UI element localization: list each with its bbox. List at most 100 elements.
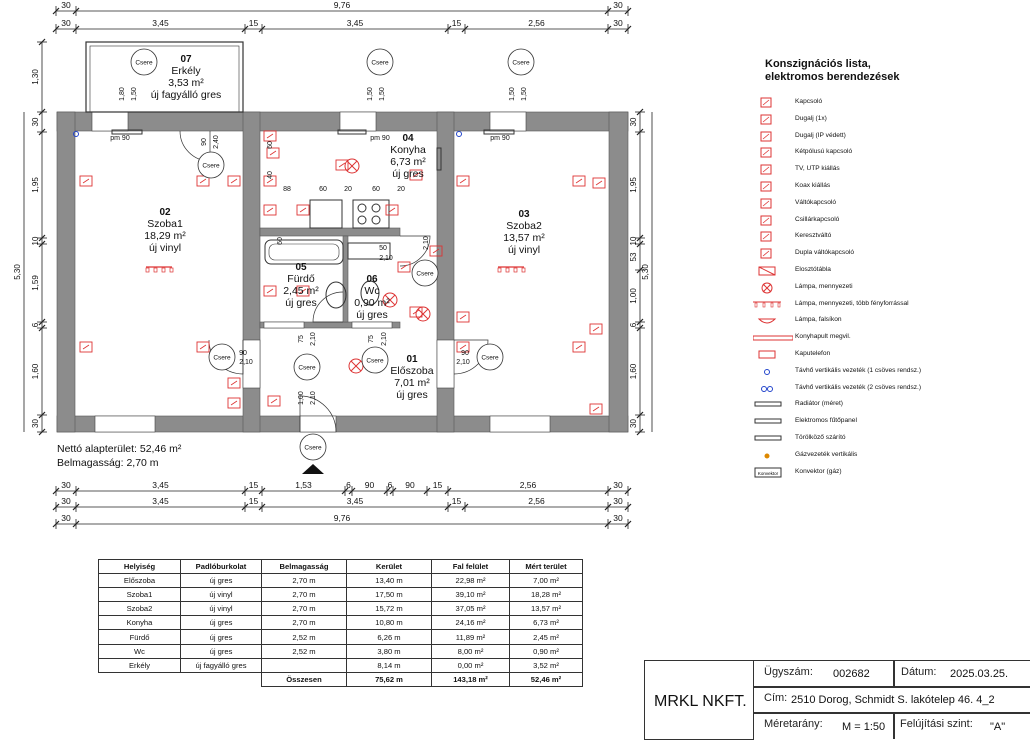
legend-item: Elektromos fűtőpanel: [754, 413, 1025, 430]
socket-icon: [572, 341, 586, 353]
swap-label: Csere: [213, 355, 231, 362]
dim-left-parts-label: 1,30: [31, 69, 40, 85]
towel-dryer-icon: [436, 147, 442, 171]
coax-icon: [760, 181, 772, 192]
table-cell: Szoba1: [98, 587, 181, 603]
room-floor: új gres: [356, 309, 388, 321]
room-area: 3,53 m²: [168, 77, 204, 89]
inner-dim-label: 1,50: [509, 87, 516, 101]
address-value: 2510 Dorog, Schmidt S. lakótelep 46. 4_2: [791, 694, 995, 706]
changeover-switch-icon: [760, 198, 772, 209]
scale-cell: Méretarány: M = 1:50: [753, 712, 895, 739]
dim-bottom-parts-label: 15: [249, 496, 259, 506]
inner-dim-label: 60: [277, 237, 284, 245]
kitchen-bath-wall: [259, 227, 401, 237]
inner-dim-label: pm 90: [490, 135, 510, 142]
room-floor: új gres: [392, 168, 424, 180]
convector-icon: Konvektor: [754, 467, 782, 478]
stove: [352, 199, 390, 229]
legend-item: Távhő vertikális vezeték (1 csöves rends…: [764, 363, 1025, 380]
dim-bottom-parts-label: 3,45: [152, 496, 169, 506]
swap-label: Csere: [416, 271, 434, 278]
bath-sink: [325, 281, 347, 309]
table-cell: 2,45 m²: [509, 629, 583, 645]
legend-item-label: Kaputelefon: [795, 349, 831, 357]
table-cell: [261, 657, 347, 673]
door-swing-entry: [299, 395, 337, 433]
table-cell: 8,00 m²: [431, 643, 510, 659]
socket-icon: [456, 341, 470, 353]
socket-icon: [266, 147, 280, 159]
double-changeover-icon: [760, 248, 772, 259]
legend-item: Keresztváltó: [760, 228, 1025, 245]
wall-opening: [436, 339, 455, 389]
dim-bottom-parts-label: 2,56: [528, 496, 545, 506]
room-area: 2,45 m²: [283, 285, 319, 297]
legend-item-label: Dugalj (IP védett): [795, 131, 846, 139]
bathtub-inner: [268, 243, 340, 261]
legend-title-line-2: elektromos berendezések: [765, 71, 900, 83]
socket-icon: [572, 175, 586, 187]
bath-wc-wall: [342, 235, 349, 323]
table-cell: 13,57 m²: [509, 601, 583, 617]
legend-item-label: Konyhapult megvil.: [795, 333, 851, 341]
legend-item-label: Távhő vertikális vezeték (1 csöves rends…: [795, 366, 922, 374]
door-swing-kitchen: [399, 235, 431, 267]
legend-item-label: Elektromos fűtőpanel: [795, 417, 857, 425]
inner-dim-label: 2,10: [310, 332, 317, 346]
dim-left-total-label: 5,30: [13, 264, 22, 280]
swap-label: Csere: [298, 365, 316, 372]
level-value: "A": [990, 721, 1006, 733]
dim-bottom-openings-label: 6: [346, 480, 351, 490]
entry-arrow-icon: [302, 464, 324, 474]
legend-item: Lámpa, mennyezeti: [761, 279, 1025, 296]
legend-item: Lámpa, falsíkon: [757, 312, 1025, 329]
room-number: 06: [366, 274, 378, 285]
room-name: Wc: [364, 285, 379, 297]
dim-left-parts-label: 1,59: [31, 275, 40, 291]
socket-icon: [227, 377, 241, 389]
dim-top-parts-label: 30: [613, 18, 623, 28]
swap-circle: [299, 433, 327, 461]
level-label: Felújítási szint:: [900, 718, 973, 730]
swap-label: Csere: [366, 358, 384, 365]
room-floor: új gres: [285, 297, 317, 309]
dim-left-parts-label: 30: [31, 117, 40, 126]
dim-bottom-parts-label: 15: [452, 496, 462, 506]
dim-top-total-label: 9,76: [334, 0, 351, 10]
table-cell: 2,70 m: [261, 615, 347, 631]
dim-left-parts-label: 1,95: [31, 177, 40, 193]
dim-bottom-openings-label: 3,45: [152, 480, 169, 490]
dim-right-parts-label: 1,60: [629, 363, 638, 379]
socket-icon: [589, 323, 603, 335]
date-value: 2025.03.25.: [950, 668, 1009, 680]
table-cell: 3,52 m²: [509, 657, 583, 673]
towel-dryer-icon: [754, 435, 782, 441]
scale-label: Méretarány:: [764, 718, 823, 730]
table-cell: Erkély: [98, 657, 181, 673]
distribution-board-icon: [758, 266, 776, 276]
table-header-cell: Helyiség: [98, 558, 181, 575]
dim-bottom-openings-label: 15: [433, 480, 443, 490]
swap-circle: [197, 151, 225, 179]
legend-item-label: Koax kiállás: [795, 181, 831, 189]
table-header-cell: Mért terület: [509, 558, 583, 575]
inner-dim-label: 88: [283, 186, 291, 193]
balcony-outline: [85, 41, 244, 113]
socket-icon: [263, 175, 277, 187]
dim-bottom-openings-label: 6: [388, 480, 393, 490]
legend-item: Dupla váltókapcsoló: [760, 245, 1025, 262]
address-cell: Cím: 2510 Dorog, Schmidt S. lakótelep 46…: [753, 686, 1030, 714]
radiator-icon: [337, 129, 367, 135]
swap-circle: [293, 353, 321, 381]
wall-opening: [339, 111, 377, 132]
